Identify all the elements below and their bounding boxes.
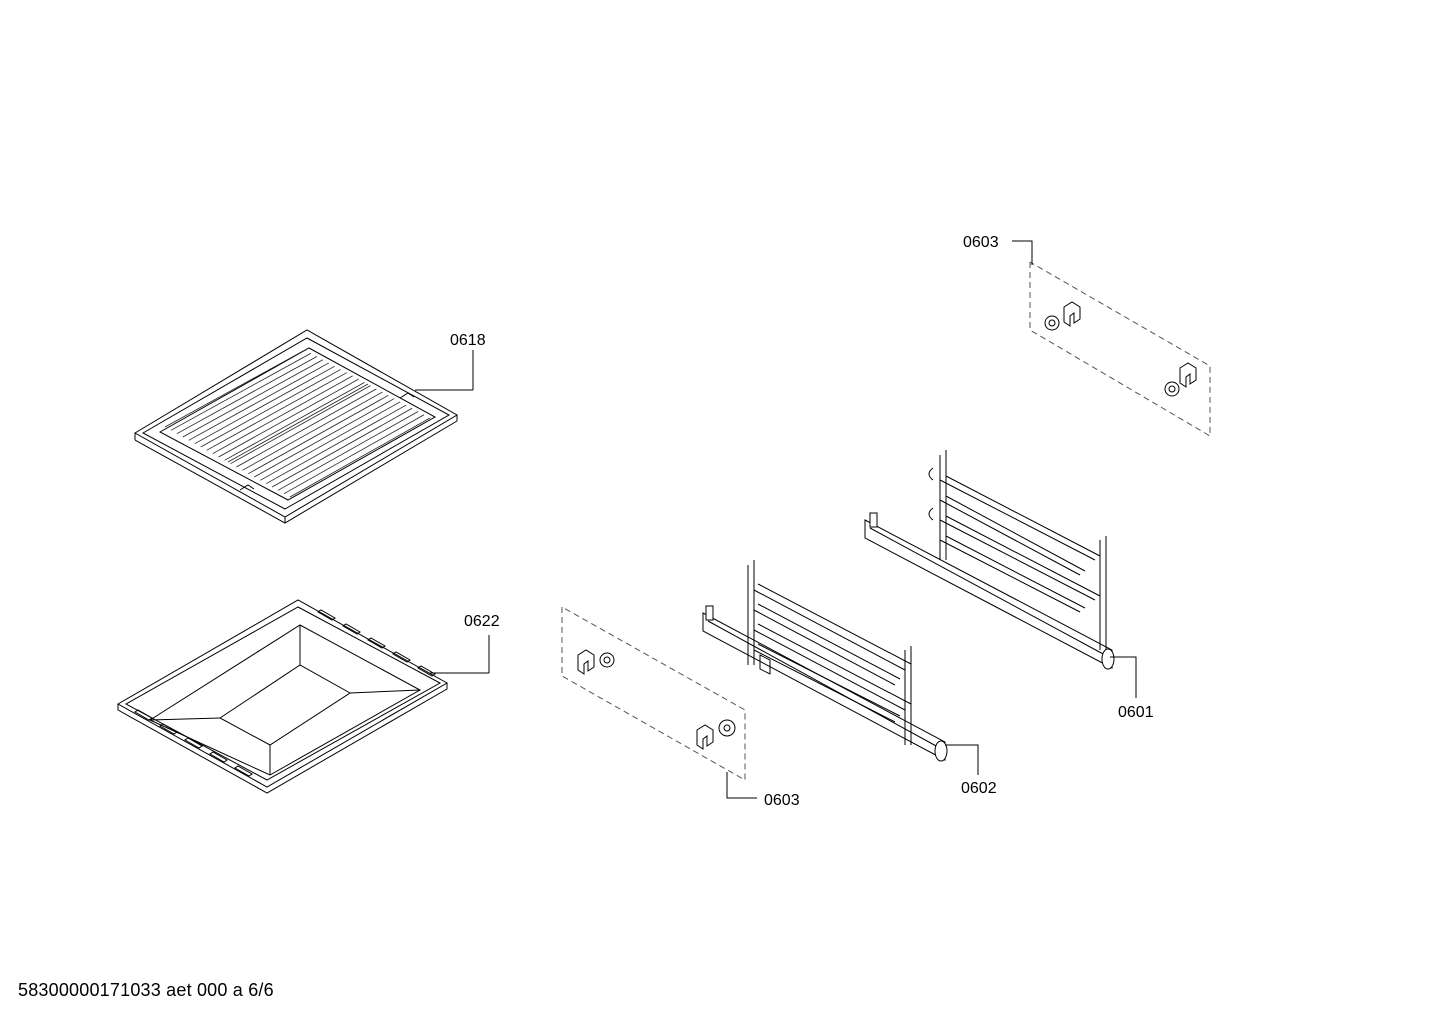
callout-0622: 0622: [464, 613, 500, 630]
wire-rack-part: [134, 329, 458, 524]
clip-set-top-part: [1029, 261, 1211, 437]
callout-0618: 0618: [450, 332, 486, 349]
clip-set-bottom-part: [561, 606, 746, 781]
telescopic-rail-left-part: [702, 560, 948, 762]
callout-0603-bottom: 0603: [764, 792, 800, 809]
document-id-footer: 58300000171033 aet 000 a 6/6: [18, 980, 274, 1000]
baking-tray-part: [116, 599, 449, 794]
telescopic-rail-right-part: [864, 450, 1115, 670]
callout-0601: 0601: [1118, 704, 1154, 721]
callout-0602: 0602: [961, 780, 997, 797]
callout-0603-top: 0603: [963, 234, 999, 251]
